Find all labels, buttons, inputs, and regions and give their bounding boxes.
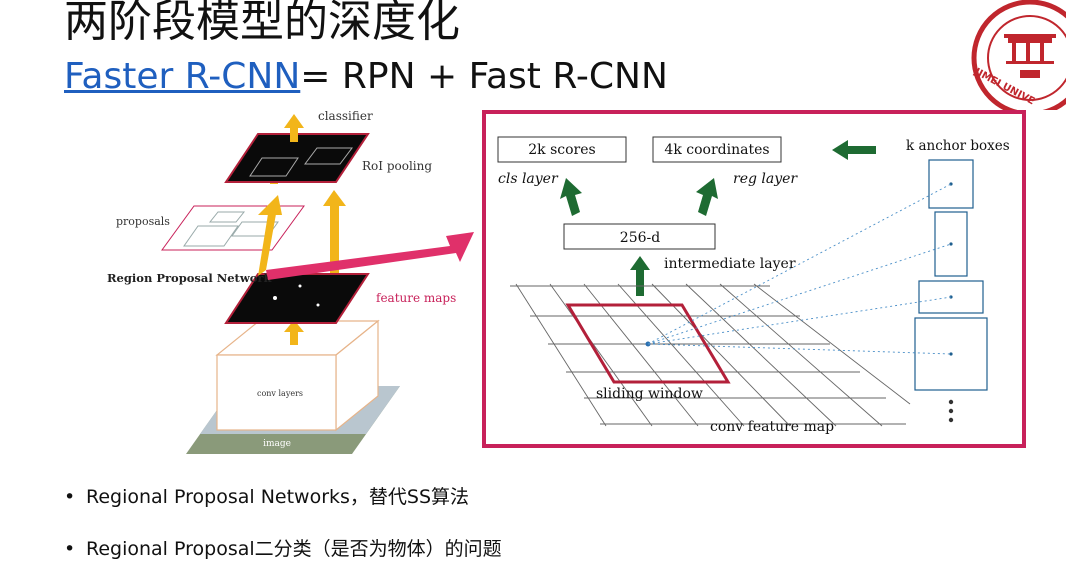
proposal-box-1 [183, 225, 239, 247]
roi-box-2 [304, 147, 353, 165]
yellow-arrow-rpn-to-proposals [258, 195, 282, 276]
bullet-text: Regional Proposal Networks，替代SS算法 [86, 486, 470, 508]
bullet-item-binary-classification: • Regional Proposal二分类（是否为物体）的问题 [64, 532, 502, 584]
coordinates-label: 4k coordinates [664, 142, 769, 158]
slide-subtitle: Faster R-CNN= RPN + Fast R-CNN [64, 54, 668, 100]
anchor-box-4 [914, 317, 988, 391]
sliding-window-label: sliding window [596, 386, 703, 402]
feature-maps-label: feature maps [376, 291, 456, 305]
subtitle-equation: = RPN + Fast R-CNN [300, 56, 668, 97]
pink-arrow-to-rpn-detail [266, 232, 474, 280]
coordinates-box [652, 136, 782, 163]
anchor-box-2 [934, 211, 968, 277]
slide-title: 两阶段模型的深度化 [64, 0, 460, 47]
yellow-arrow-to-classifier [284, 114, 304, 142]
green-arrow-from-anchors [832, 140, 876, 160]
green-arrow-to-cls [560, 178, 582, 216]
proposals-label: proposals [116, 215, 170, 228]
green-arrow-to-intermediate [630, 256, 650, 296]
image-label: image [263, 439, 291, 449]
anchor-projection-lines [647, 183, 952, 355]
bullet-dot: • [64, 486, 76, 508]
proposal-box-3 [208, 211, 246, 223]
bullet-text: Regional Proposal二分类（是否为物体）的问题 [86, 538, 502, 560]
roi-pooling-label: RoI pooling [362, 159, 432, 173]
proposals-plane [161, 205, 305, 251]
feature-maps-plane [224, 273, 370, 324]
anchor-boxes-label: k anchor boxes [906, 138, 1010, 154]
reg-layer-label: reg layer [733, 171, 798, 187]
faster-rcnn-diagram: image conv layers feature maps Region Pr… [107, 109, 1026, 454]
rpn-label: Region Proposal Network [107, 271, 272, 285]
classifier-label: classifier [318, 109, 373, 123]
bullet-item-rpn: • Regional Proposal Networks，替代SS算法 [64, 480, 502, 532]
intermediate-box [563, 223, 716, 250]
more-anchors-ellipsis [948, 399, 954, 423]
intermediate-box-label: 256-d [620, 230, 660, 246]
university-seal-logo: JIMEI UNIVE [971, 0, 1066, 110]
green-arrow-to-reg [696, 178, 718, 216]
bullet-dot: • [64, 538, 76, 560]
bullet-list: • Regional Proposal Networks，替代SS算法 • Regi… [64, 480, 502, 584]
conv-feature-map-label: conv feature map [710, 419, 834, 435]
conv-box-front [216, 354, 337, 431]
proposal-box-2 [231, 221, 279, 237]
scores-label: 2k scores [528, 142, 595, 158]
seal-gate-icon [1004, 34, 1056, 78]
yellow-arrow-features-to-roi [323, 190, 346, 273]
scores-box [497, 136, 627, 163]
yellow-arrow-conv-to-features [284, 320, 304, 345]
conv-layers-label: conv layers [257, 389, 303, 398]
intermediate-layer-label: intermediate layer [664, 256, 796, 272]
sliding-window [565, 303, 731, 384]
roi-box-1 [249, 157, 299, 177]
anchor-box-1 [928, 159, 974, 209]
faster-rcnn-link[interactable]: Faster R-CNN [64, 56, 301, 97]
cls-layer-label: cls layer [498, 171, 559, 187]
